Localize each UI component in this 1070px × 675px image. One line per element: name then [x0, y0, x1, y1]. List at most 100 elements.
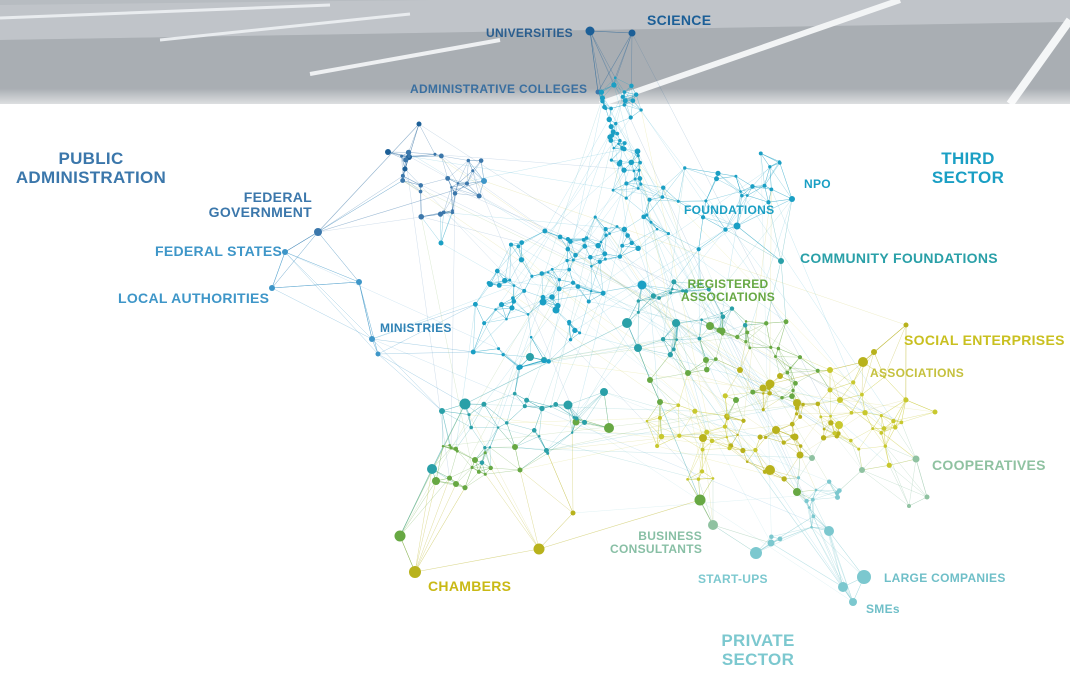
network-node: [476, 469, 481, 474]
network-edge: [799, 404, 804, 417]
network-edge: [699, 338, 707, 361]
network-edge: [473, 323, 485, 353]
network-node: [453, 481, 459, 487]
network-edge: [514, 446, 547, 451]
network-node: [356, 279, 362, 285]
network-edge: [512, 290, 525, 299]
network-edge: [503, 354, 521, 368]
network-edge: [519, 453, 548, 471]
network-node: [722, 424, 728, 429]
network-node: [891, 418, 896, 424]
network-edge: [541, 241, 602, 409]
network-edge: [387, 151, 406, 161]
network-edge: [705, 200, 726, 230]
network-edge: [638, 297, 660, 302]
network-node: [269, 285, 275, 291]
network-node: [686, 478, 689, 481]
network-node: [533, 543, 545, 555]
network-edge: [646, 196, 663, 216]
network-edge: [769, 166, 772, 190]
network-edge: [765, 437, 784, 443]
network-edge: [552, 269, 560, 280]
network-edge: [815, 489, 838, 494]
network-edge: [523, 276, 533, 291]
network-node: [602, 104, 607, 110]
network-node: [541, 358, 547, 364]
network-node: [767, 539, 775, 547]
network-edge: [455, 467, 473, 485]
network-edge: [698, 249, 700, 339]
network-edge: [503, 354, 519, 368]
network-edge: [661, 435, 680, 437]
network-edge: [567, 391, 605, 406]
network-edge: [377, 353, 443, 412]
network-node: [620, 243, 625, 248]
network-edge: [464, 403, 695, 412]
network-edge: [449, 451, 458, 479]
network-edge: [817, 389, 831, 405]
network-node: [609, 106, 613, 111]
network-edge: [635, 94, 642, 111]
network-edge: [698, 479, 714, 526]
network-edge: [546, 404, 804, 451]
network-edge: [421, 213, 441, 218]
network-edge: [641, 284, 671, 294]
network-edge: [358, 281, 373, 340]
network-node: [603, 257, 607, 261]
network-edge: [466, 160, 482, 184]
network-edge: [568, 321, 580, 334]
network-edge: [544, 91, 625, 232]
network-node: [671, 287, 674, 291]
network-edge: [520, 359, 545, 368]
network-edge: [640, 109, 713, 441]
network-edge: [740, 191, 894, 422]
network-edge: [570, 332, 580, 340]
network-edge: [790, 356, 801, 368]
network-edge: [555, 293, 604, 405]
network-node: [697, 336, 702, 341]
label-third-sector-line2: SECTOR: [931, 167, 1005, 187]
network-edge: [809, 507, 812, 528]
network-edge: [534, 430, 547, 451]
network-node: [526, 313, 530, 316]
network-edge: [694, 410, 728, 417]
network-edge: [685, 289, 709, 292]
network-edge: [573, 259, 592, 267]
network-node: [470, 465, 474, 470]
network-node: [518, 257, 525, 263]
network-edge: [657, 435, 680, 447]
network-node: [796, 451, 804, 459]
network-edge: [497, 270, 510, 281]
network-node: [849, 410, 854, 415]
network-node: [750, 389, 756, 395]
network-edge: [468, 414, 472, 428]
network-node: [488, 446, 492, 449]
network-edge: [765, 323, 772, 348]
network-node: [722, 393, 728, 399]
network-edge: [497, 244, 512, 272]
network-edge: [812, 499, 828, 529]
network-edge: [727, 415, 744, 422]
network-edge: [464, 474, 486, 488]
network-edge: [512, 290, 525, 299]
network-node: [624, 196, 628, 200]
network-edge: [798, 454, 801, 478]
network-node: [757, 434, 763, 440]
network-edge: [658, 288, 673, 299]
network-edge: [747, 195, 769, 203]
network-node: [531, 428, 537, 433]
network-node: [750, 547, 762, 559]
network-node: [539, 271, 545, 276]
network-edge: [468, 160, 473, 171]
network-edge: [839, 382, 854, 401]
network-edge: [826, 528, 844, 588]
network-edge: [778, 348, 801, 358]
network-edge: [735, 176, 748, 196]
network-node: [550, 267, 554, 271]
network-node: [739, 190, 742, 193]
network-edge: [576, 418, 610, 429]
network-edge: [737, 420, 744, 435]
network-edge: [724, 395, 728, 417]
network-edge: [421, 216, 442, 244]
network-node: [740, 194, 744, 198]
